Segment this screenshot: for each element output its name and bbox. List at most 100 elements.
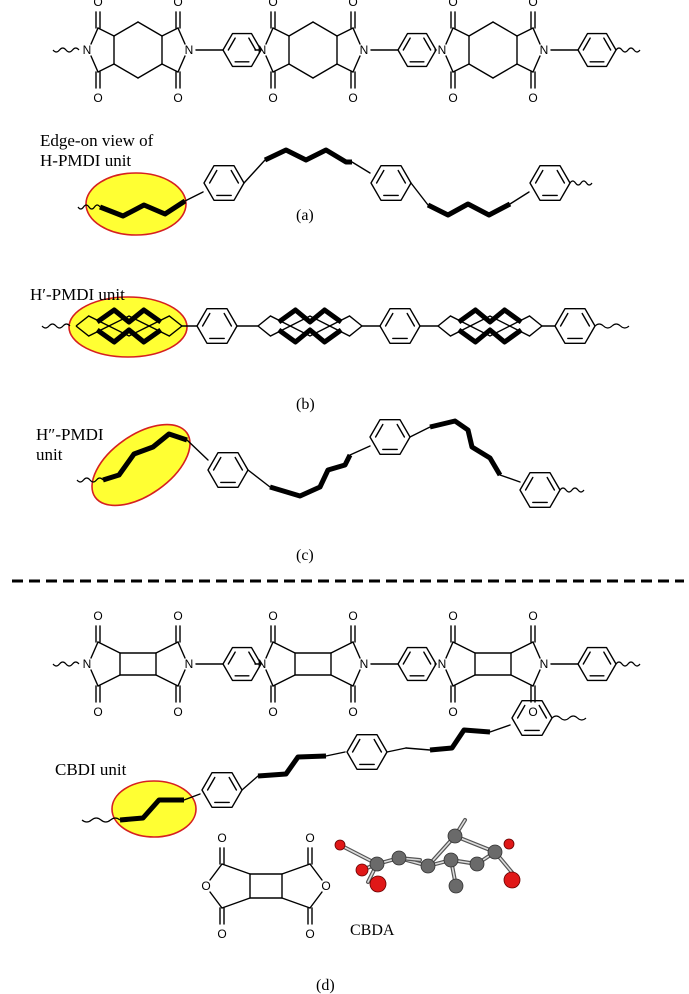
bond [445,27,454,45]
nitrogen-atom: N [540,657,549,671]
double-bond [402,37,411,51]
oxygen-atom: O [348,91,357,105]
double-bond [406,312,416,327]
wavy-bond [615,47,641,53]
edge-on-chain-d [81,699,587,838]
bond [177,641,186,659]
double-bond [208,169,218,184]
oxygen-atom: O [268,609,277,623]
oxygen-atom: O [305,927,314,941]
double-bond [603,37,612,51]
phenylene-ring [577,32,617,68]
nitrogen-atom: N [83,43,92,57]
phenylene-ring [370,164,412,202]
ring-edge [257,315,363,337]
double-bond [206,776,216,791]
double-bond [546,476,556,491]
oxygen-atom: O [448,91,457,105]
oxygen-atom: O [217,927,226,941]
bond [312,21,338,37]
double-bond [234,456,244,471]
bond [516,27,534,37]
double-bond [397,169,407,184]
bond [351,161,371,174]
bond [309,891,323,909]
oxygen-atom: O [173,609,182,623]
label-edge-on-view: Edge-on view of [40,131,154,150]
panel-label-a: (a) [296,207,314,224]
phenylene-ring [397,646,437,682]
nitrogen-atom: N [540,43,549,57]
phenylene-ring [222,646,262,682]
bond [209,863,223,881]
oxygen-ball [355,863,369,877]
double-bond [524,476,534,491]
wavy-bond [569,180,593,186]
bond [183,793,201,801]
bond [177,669,186,687]
oxygen-ball [334,839,346,851]
nitrogen-atom: N [360,43,369,57]
bond [492,63,518,79]
oxygen-atom: O [528,705,537,719]
bond [221,897,251,909]
label-hdouble-line1: H″-PMDI [36,425,104,444]
bond [281,897,311,909]
oxygen-atom: O [217,831,226,845]
bond [489,724,511,733]
bond [113,63,139,79]
bond [409,426,431,438]
phenylene-ring [369,418,411,456]
cyclohexane-edge [429,727,491,753]
ring-edge-bold [457,327,523,345]
ring-edge-bold [457,307,523,325]
ring-edge-bold [277,307,343,325]
ring-outline [379,307,421,345]
ring-outline [519,471,561,509]
chair-conformer [75,307,183,345]
cyclobutane-ring [474,652,512,676]
oxygen-atom: O [348,0,357,9]
bond [325,751,346,757]
bond [243,159,266,184]
ring-outline [222,646,262,682]
bond [452,63,470,73]
ring-edge-bold [95,307,163,325]
double-bond [556,169,566,184]
bond [177,27,186,45]
bond [90,55,99,73]
bond [272,674,296,687]
wavy-bond [615,661,641,667]
ring-edge [75,315,183,337]
double-bond [228,776,238,791]
double-bond [227,651,236,665]
ring-edge [257,315,363,337]
double-bond [373,738,383,753]
ring-edge-bold [277,327,343,345]
ring-outline [207,451,249,489]
double-bond [227,37,236,51]
nitrogen-atom: N [258,43,267,57]
bond [177,55,186,73]
oxygen-atom: O [528,609,537,623]
bond [468,21,494,37]
bond [97,27,115,37]
ring-outline [529,164,571,202]
panel-label-b: (b) [296,396,315,413]
double-bond [538,704,548,719]
edge-on-chain-b [41,296,630,358]
double-bond [516,704,526,719]
carbon-ball [391,850,407,866]
double-bond [351,738,361,753]
nitrogen-atom: N [258,657,267,671]
nitrogen-atom: N [360,657,369,671]
label-cbdi-unit: CBDI unit [55,760,127,779]
double-bond [374,423,384,438]
bond [349,445,371,456]
bond [186,439,209,461]
bond [516,63,534,73]
cyclohexane-edge [263,147,352,165]
bond [445,55,454,73]
cyclohexane-edge [426,201,512,218]
